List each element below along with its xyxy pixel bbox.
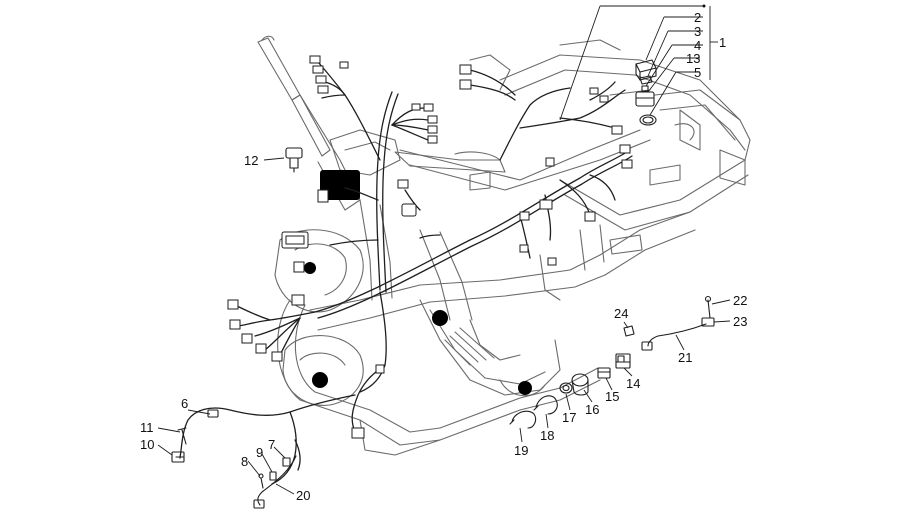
- part-9-clip: [269, 471, 277, 481]
- loose-parts: [171, 59, 715, 509]
- callout-16: 16: [585, 402, 599, 417]
- part-12-plug: [285, 147, 303, 173]
- part-14-connector: [615, 353, 631, 369]
- callout-23: 23: [733, 314, 747, 329]
- callout-6: 6: [181, 396, 188, 411]
- callout-12: 12: [244, 153, 258, 168]
- harness-connectors: [227, 55, 633, 439]
- callout-1: 1: [719, 35, 726, 50]
- callout-5: 5: [694, 65, 701, 80]
- main-wiring-harness: [179, 61, 633, 485]
- callout-24: 24: [614, 306, 628, 321]
- part-19-clamp: [509, 410, 537, 429]
- callout-labels: 1 2 3 4 13 5 12 6 11 10 8 9 7 20 19 18 1…: [140, 10, 747, 503]
- callout-11: 11: [140, 420, 154, 435]
- callout-18: 18: [540, 428, 554, 443]
- callout-7: 7: [268, 437, 275, 452]
- part-16-holder: [571, 373, 589, 396]
- part-4-fuse: [641, 85, 649, 92]
- callout-2: 2: [694, 10, 701, 25]
- callout-19: 19: [514, 443, 528, 458]
- callout-4: 4: [694, 38, 701, 53]
- part-18-clamp: [533, 395, 558, 415]
- callout-15: 15: [605, 389, 619, 404]
- callout-13: 13: [686, 51, 700, 66]
- part-7-clip: [282, 457, 291, 467]
- part-11-screw: [177, 427, 187, 445]
- part-5-clamp: [639, 114, 657, 126]
- callout-21: 21: [678, 350, 692, 365]
- callout-10: 10: [140, 437, 154, 452]
- part-8-screw: [258, 473, 264, 489]
- part-20-cable: [253, 455, 297, 509]
- callout-14: 14: [626, 376, 640, 391]
- part-3-cover: [639, 75, 653, 85]
- callout-9: 9: [256, 445, 263, 460]
- callout-17: 17: [562, 410, 576, 425]
- callout-3: 3: [694, 24, 701, 39]
- part-13-relay-holder: [635, 91, 655, 107]
- part-17-ring: [559, 382, 573, 394]
- part-22-screw: [704, 295, 712, 319]
- part-24-clip: [623, 325, 635, 337]
- callout-20: 20: [296, 488, 310, 503]
- part-10-bracket: [171, 451, 185, 463]
- leader-lines: [157, 4, 731, 495]
- part-21-cable: [641, 323, 707, 351]
- scooter-frame: [257, 35, 751, 456]
- callout-22: 22: [733, 293, 747, 308]
- callout-8: 8: [241, 454, 248, 469]
- part-15-block: [597, 367, 611, 379]
